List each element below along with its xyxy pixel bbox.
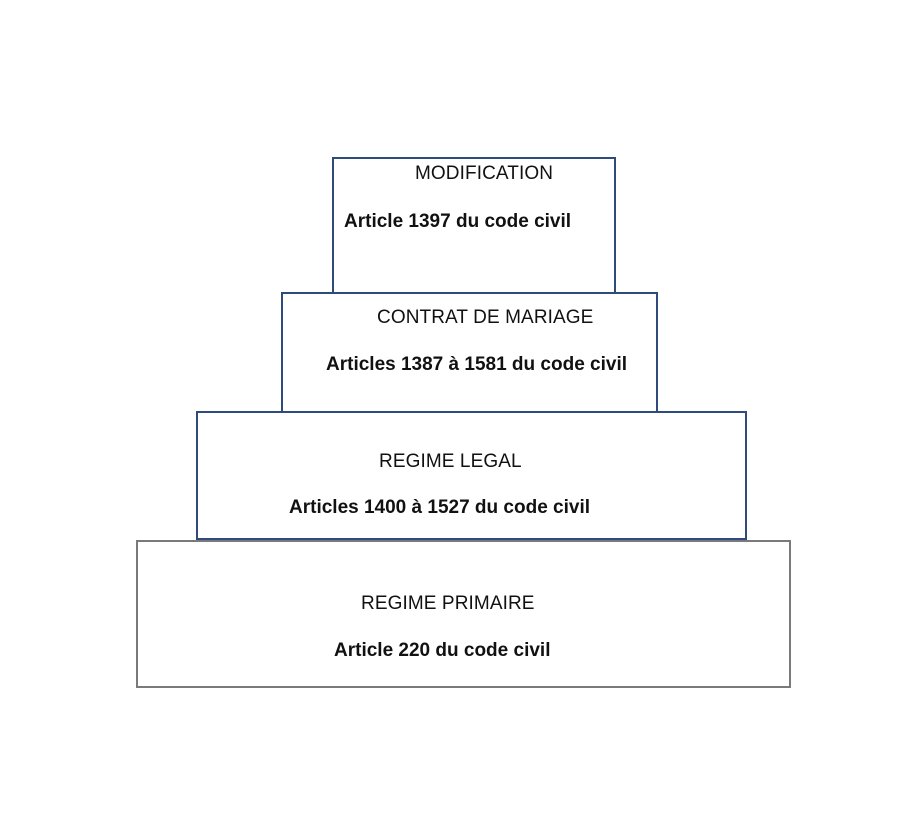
tier-modification: MODIFICATION Article 1397 du code civil xyxy=(332,157,616,294)
tier-reference: Article 1397 du code civil xyxy=(344,211,572,232)
tier-title: CONTRAT DE MARIAGE xyxy=(377,307,594,328)
tier-contrat-de-mariage: CONTRAT DE MARIAGE Articles 1387 à 1581 … xyxy=(281,292,658,413)
tier-title: REGIME PRIMAIRE xyxy=(361,593,535,614)
tier-reference: Articles 1387 à 1581 du code civil xyxy=(326,354,628,375)
tier-reference: Article 220 du code civil xyxy=(334,640,551,661)
tier-reference: Articles 1400 à 1527 du code civil xyxy=(289,497,591,518)
tier-title: REGIME LEGAL xyxy=(379,451,522,472)
tier-regime-legal: REGIME LEGAL Articles 1400 à 1527 du cod… xyxy=(196,411,747,540)
tier-title: MODIFICATION xyxy=(415,163,554,184)
tier-regime-primaire: REGIME PRIMAIRE Article 220 du code civi… xyxy=(136,540,791,688)
